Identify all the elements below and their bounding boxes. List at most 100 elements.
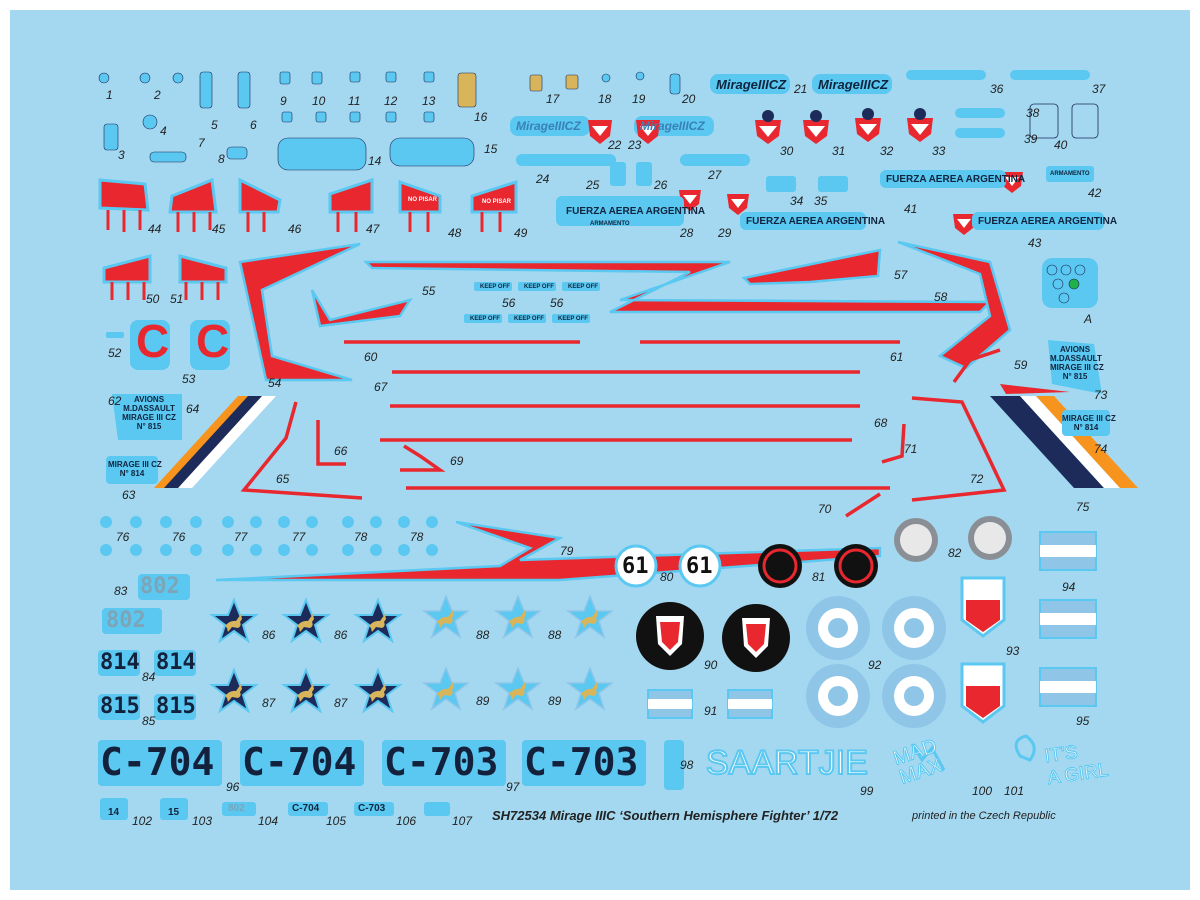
decal-number: 49 [514,226,528,240]
decal-number: 18 [598,92,612,106]
decal-number: 97 [506,780,520,794]
tiny-serial: C-704 [292,803,320,814]
decal-number: 86 [334,628,348,642]
cz-stencil: MIRAGE III CZ N° 814 [108,460,162,478]
decal-number: 51 [170,292,184,306]
tiny-serial: 14 [108,807,120,818]
decal-number: 32 [880,144,894,158]
keep-off-text: KEEP OFF [568,284,598,290]
decal-number: 23 [628,138,642,152]
serial-backings [98,574,684,820]
decal-number: 2 [154,88,161,102]
decal-number: 102 [132,814,153,828]
decal-number: 100 [972,784,993,798]
decal-number: 74 [1094,442,1108,456]
decal-number: 89 [548,694,562,708]
decal-number: 21 [794,82,808,96]
decal-number: 5 [211,118,218,132]
sheet-title: SH72534 Mirage IIIC ‘Southern Hemisphere… [492,808,839,823]
small-stencils [98,71,681,171]
decal-number: 62 [108,394,122,408]
decal-number: 106 [396,814,417,828]
no-pisar-text: NO PISAR [482,199,512,205]
armamento-text: ARMAMENTO [1050,171,1090,177]
decal-number: 82 [948,546,962,560]
serial-c704: C-704 [100,740,215,784]
decal-number: 53 [182,372,196,386]
decal-number: 79 [560,544,574,558]
decal-number: 93 [1006,644,1020,658]
decal-number: 87 [262,696,276,710]
argentine-flags [647,531,1097,719]
decal-number: 16 [474,110,488,124]
decal-number: 89 [476,694,490,708]
decal-number: 69 [450,454,464,468]
decal-number: 59 [1014,358,1028,372]
serial-814: 814 [100,650,140,675]
decal-number: 41 [904,202,918,216]
decal-number: 85 [142,714,156,728]
tricolor-flash-left [154,396,276,488]
decal-number: 60 [364,350,378,364]
decal-number: 20 [682,92,696,106]
faa-text: FUERZA AEREA ARGENTINA [566,206,706,217]
decal-number: 24 [536,172,550,186]
letter-c: C [136,315,170,367]
decal-number: 98 [680,758,694,772]
serial-61-roundels [614,544,722,588]
decal-number: 7 [198,136,205,150]
faa-backings [556,162,1104,230]
mirage-logo: MirageIIICZ [818,77,889,92]
red-stripes [240,340,1007,518]
decal-number: 67 [374,380,388,394]
decal-number: 101 [1004,784,1025,798]
decal-number: 86 [262,628,276,642]
decal-number: 10 [312,94,326,108]
cz-stencil: MIRAGE III CZ N° 814 [1062,414,1116,432]
serial-61: 61 [686,554,713,579]
decal-number: 46 [288,222,302,236]
decal-number: 66 [334,444,348,458]
stencil-backings [106,258,1110,484]
decal-number: 19 [632,92,646,106]
decal-number: 34 [790,194,804,208]
decal-number: 3 [118,148,125,162]
decal-number: 22 [608,138,622,152]
keep-off-text: KEEP OFF [480,284,510,290]
tiny-markers [100,516,438,556]
decal-number: 88 [476,628,490,642]
armamento-text: ARMAMENTO [590,221,630,227]
keep-off-text: KEEP OFF [514,316,544,322]
tiny-serial: 15 [168,807,180,818]
no-pisar-text: NO PISAR [408,197,438,203]
decal-number: 1 [106,88,113,102]
letter-c: C [196,315,230,367]
decal-number: 63 [122,488,136,502]
panel-legs [106,210,502,300]
faa-text: FUERZA AEREA ARGENTINA [746,216,886,227]
serial-c703: C-703 [384,740,499,784]
serial-815: 815 [156,694,196,719]
decal-number: 26 [654,178,668,192]
decal-number: 81 [812,570,826,584]
decal-number: 28 [680,226,694,240]
decal-number: 13 [422,94,436,108]
red-panels [98,177,518,284]
decal-number: 11 [348,94,361,108]
decal-number: 27 [708,168,722,182]
decal-number: 94 [1062,580,1076,594]
decal-number: 33 [932,144,946,158]
serial-61: 61 [622,554,649,579]
decal-number: 29 [718,226,732,240]
keep-off-text: KEEP OFF [558,316,588,322]
decal-number: 71 [904,442,918,456]
decal-number: 56 [550,296,564,310]
decal-number: 45 [212,222,226,236]
decal-number: 88 [548,628,562,642]
decal-number: 40 [1054,138,1068,152]
printed-note: printed in the Czech Republic [912,810,1056,822]
keep-off-text: KEEP OFF [470,316,500,322]
instrument-panel [1046,264,1086,304]
decal-number: 31 [832,144,846,158]
